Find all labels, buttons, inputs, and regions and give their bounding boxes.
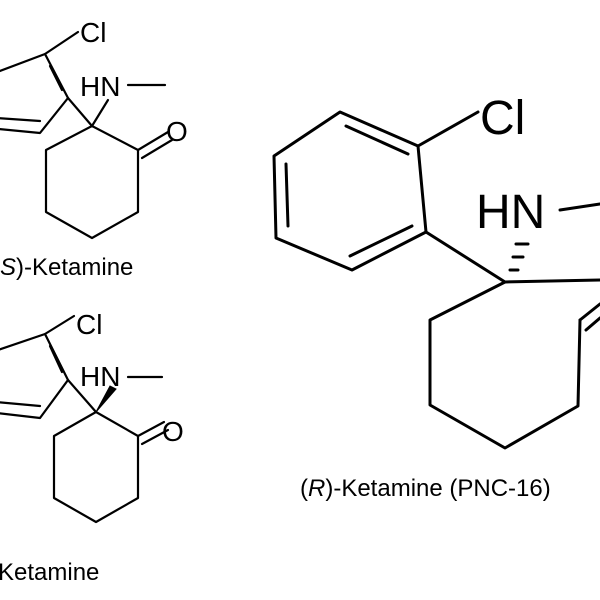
- bond-ring-cl: [43, 30, 80, 56]
- benzene-ring: [0, 52, 70, 135]
- carbonyl-double-bond: [136, 420, 170, 446]
- oxygen-label: O: [162, 416, 184, 447]
- amine-label: HN: [80, 361, 120, 392]
- cyclohexanone-ring: [428, 278, 600, 450]
- molecule-bottom-left: Cl HN O Ketamine: [0, 309, 184, 586]
- carbonyl-double-bond: [136, 130, 174, 160]
- hashed-bond-to-nitrogen: [508, 242, 530, 272]
- carbonyl-double-bond: [578, 302, 600, 332]
- bond-aryl-quaternary: [424, 230, 507, 284]
- bond-quaternary-nitrogen: [90, 98, 110, 128]
- wedge-bond-to-nitrogen: [95, 385, 117, 413]
- benzene-ring: [272, 110, 428, 272]
- molecule-right: Cl HN (R)-Ketamine (PNC-16): [272, 92, 600, 502]
- chlorine-label: Cl: [76, 309, 102, 340]
- caption-s-ketamine: (S)-Ketamine: [0, 254, 133, 281]
- bond-aryl-quaternary: [66, 96, 94, 128]
- molecule-top-left: Cl HN O (S)-Ketamine: [0, 17, 188, 281]
- bond-aryl-quaternary: [66, 378, 98, 414]
- bond-n-methyl: [558, 202, 600, 212]
- bond-ring-cl: [43, 314, 76, 336]
- chlorine-label: Cl: [80, 17, 106, 48]
- cyclohexanone-ring: [44, 124, 140, 240]
- caption-ketamine: Ketamine: [0, 559, 99, 586]
- benzene-ring: [0, 332, 70, 420]
- caption-r-ketamine: (R)-Ketamine (PNC-16): [300, 475, 551, 502]
- amine-label: HN: [80, 71, 120, 102]
- bond-ring-cl: [416, 110, 480, 148]
- chlorine-label: Cl: [480, 92, 525, 145]
- cyclohexanone-ring: [52, 410, 140, 524]
- amine-label: HN: [476, 186, 545, 239]
- oxygen-label: O: [166, 116, 188, 147]
